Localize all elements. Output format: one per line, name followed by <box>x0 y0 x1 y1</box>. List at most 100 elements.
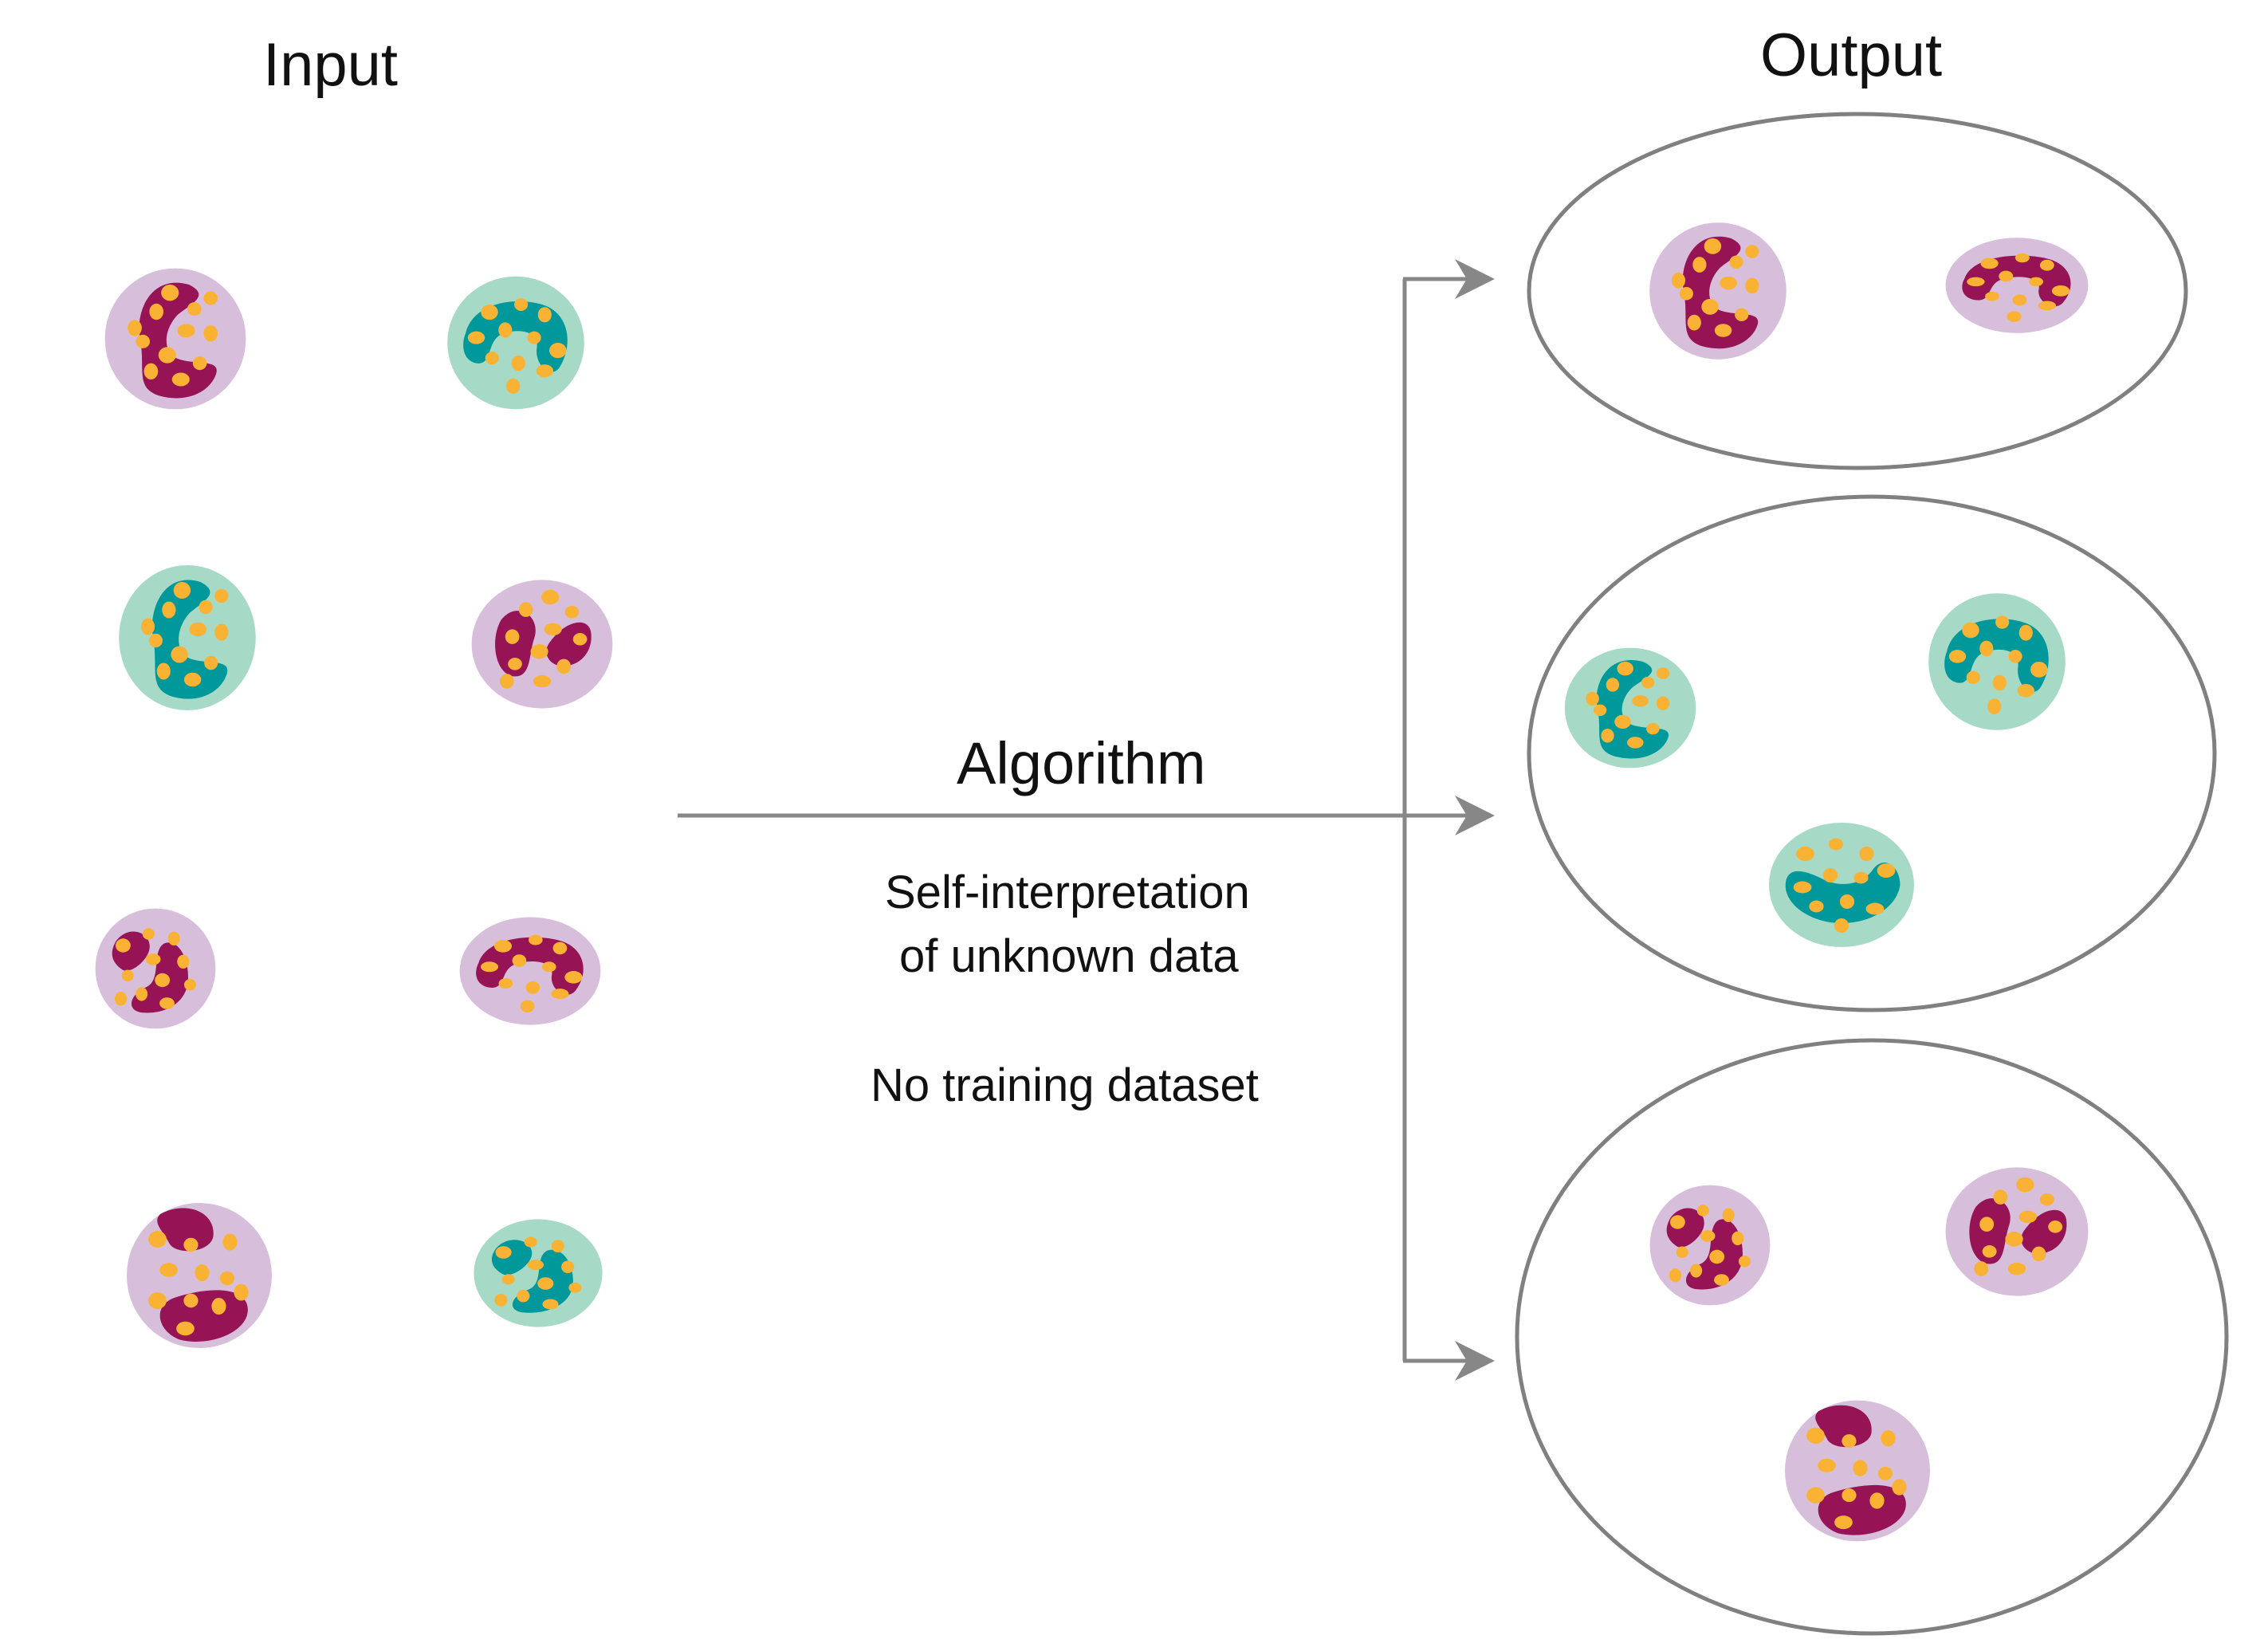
cell-granule <box>173 582 191 599</box>
cell-granule <box>564 605 580 619</box>
cell-granule <box>524 1236 537 1248</box>
output-cell <box>1769 823 1914 947</box>
cell-granule <box>467 331 485 344</box>
cell-granule <box>177 324 195 338</box>
cell-granule <box>177 954 190 969</box>
cell-granule <box>499 674 514 689</box>
cell-granule <box>1679 287 1693 301</box>
cell-granule <box>2012 294 2027 306</box>
cell-granule <box>1627 737 1644 749</box>
cell-granule <box>1822 868 1838 882</box>
cell-granule <box>2051 285 2070 297</box>
cell-granule <box>1601 729 1614 743</box>
input-cell <box>447 276 584 410</box>
cell-granule <box>121 969 134 981</box>
cell-granule <box>183 979 197 991</box>
cell-granule <box>498 978 513 989</box>
description-line-1: Self-interpretation <box>885 867 1250 918</box>
cell-granule <box>214 623 229 641</box>
cell-granule <box>140 618 155 635</box>
cell-granule <box>1669 1268 1682 1283</box>
cell-granule <box>1853 871 1869 884</box>
cell-granule <box>481 305 498 320</box>
cell-granule <box>2038 301 2057 311</box>
cell-granule <box>161 285 179 301</box>
cell-granule <box>155 973 171 988</box>
cell-granule <box>514 298 529 311</box>
cell-granule <box>1985 292 1999 301</box>
cell-granule <box>525 981 540 994</box>
cell-granule <box>512 954 527 967</box>
cell-granule <box>1796 847 1814 861</box>
cell-granule <box>1979 1217 1995 1232</box>
cell-granule <box>1974 1261 1989 1276</box>
cell-granule <box>143 363 159 379</box>
cell-granule <box>549 343 567 359</box>
cell-granule <box>1656 667 1670 679</box>
output-title: Output <box>1760 22 1943 89</box>
cell-granule <box>1731 1231 1744 1245</box>
cell-granule <box>2007 311 2022 322</box>
cell-granule <box>136 987 148 1001</box>
cell-granule <box>203 325 218 342</box>
cell-granule <box>1692 257 1707 273</box>
cell-granule <box>1586 691 1599 706</box>
cell-granule <box>520 1000 535 1012</box>
cell-granule <box>149 303 164 320</box>
cell-granule <box>1967 277 1985 287</box>
cell-granule <box>1729 255 1743 269</box>
cell-granule <box>485 352 499 365</box>
cell-granule <box>495 1246 512 1259</box>
cell-granule <box>544 623 562 636</box>
cell-granule <box>1980 257 1999 269</box>
cell-granule <box>1859 847 1874 861</box>
cell-granule <box>561 1260 575 1273</box>
cell-granule <box>1696 1205 1709 1217</box>
output-cells <box>1564 222 2089 1542</box>
cell-granule <box>501 1274 515 1285</box>
algorithm-label: Algorithm <box>957 730 1206 796</box>
cell-granule <box>1995 615 2010 629</box>
cell-granule <box>527 1260 544 1271</box>
cell-granule <box>1632 695 1649 707</box>
cell-granule <box>114 992 128 1006</box>
cell-granule <box>1720 276 1737 290</box>
cell-granule <box>1671 272 1686 289</box>
cell-granule <box>1656 696 1670 710</box>
cell-granule <box>511 356 525 371</box>
cell-granule <box>171 372 190 387</box>
cell-granule <box>136 334 151 348</box>
cell-granule <box>527 331 541 344</box>
cell-granule <box>1877 1466 1893 1480</box>
cell-granule <box>1839 894 1855 909</box>
description-line-2: of unknown data <box>899 930 1239 982</box>
cell-granule <box>214 588 229 603</box>
cell-granule <box>115 938 131 953</box>
cell-granule <box>1641 676 1655 689</box>
cell-granule <box>167 931 180 945</box>
cell-granule <box>1709 1249 1725 1264</box>
cell-granule <box>552 941 568 955</box>
cell-granule <box>148 633 163 648</box>
cell-granule <box>1735 308 1749 321</box>
cell-granule <box>142 928 155 940</box>
cell-granule <box>204 655 218 670</box>
cell-granule <box>2031 1246 2046 1262</box>
cell-granule <box>568 1282 582 1293</box>
cell-granule <box>195 1264 210 1281</box>
cell-granule <box>1842 1488 1857 1503</box>
cell-granule <box>162 601 176 619</box>
cell-granule <box>1714 1274 1729 1286</box>
cell-granule <box>551 989 569 1000</box>
cell-granule <box>183 1237 198 1252</box>
cell-granule <box>1793 881 1812 894</box>
cell-granule <box>541 589 560 605</box>
cell-granule <box>2039 1193 2054 1206</box>
output-cell <box>1928 593 2066 730</box>
input-cell <box>471 580 613 709</box>
cell-granule <box>480 961 499 973</box>
cell-granule <box>203 291 218 305</box>
cell-granule <box>1982 1245 1997 1258</box>
